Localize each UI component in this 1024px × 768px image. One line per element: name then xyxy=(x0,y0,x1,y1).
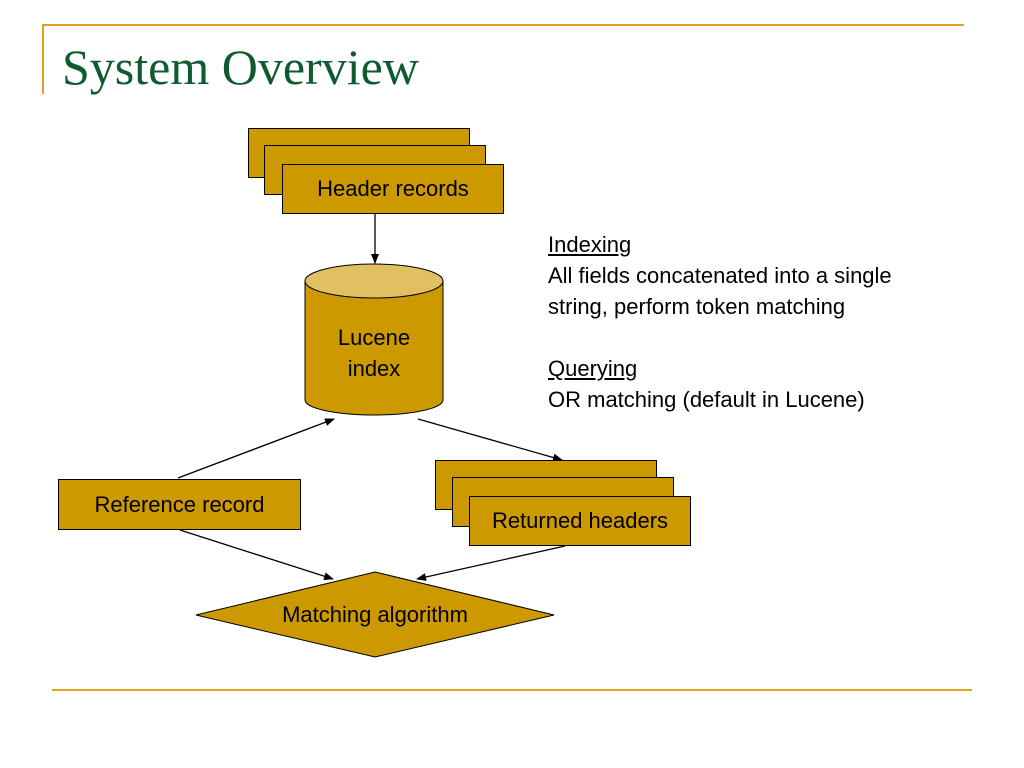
arrow-reference-to-matching xyxy=(179,529,334,581)
slide-title: System Overview xyxy=(62,39,419,95)
arrow-reference-to-index xyxy=(177,418,335,479)
indexing-text-line1: All fields concatenated into a single xyxy=(548,263,892,288)
matching-algorithm-label: Matching algorithm xyxy=(282,602,468,627)
lucene-index-label: Lucene index xyxy=(305,322,443,384)
indexing-text-line2: string, perform token matching xyxy=(548,294,846,319)
lucene-index-label-line2: index xyxy=(347,356,401,381)
indexing-heading: Indexing xyxy=(548,232,632,257)
arrow-index-to-returned xyxy=(417,418,563,462)
notes-spacer xyxy=(548,322,892,353)
arrow-returned-to-matching xyxy=(416,545,566,581)
querying-text-line1: OR matching (default in Lucene) xyxy=(548,387,865,412)
notes-panel: Indexing All fields concatenated into a … xyxy=(548,229,892,415)
top-rule xyxy=(42,24,964,26)
header-records-label: Header records xyxy=(317,176,469,201)
querying-heading: Querying xyxy=(548,356,638,381)
matching-algorithm-diamond xyxy=(195,571,555,658)
header-records-box: Header records xyxy=(282,164,504,214)
lucene-index-label-line1: Lucene xyxy=(337,325,411,350)
returned-headers-box: Returned headers xyxy=(469,496,691,546)
left-accent-rule xyxy=(42,24,44,94)
reference-record-label: Reference record xyxy=(94,491,265,517)
lucene-index-cylinder xyxy=(304,263,444,416)
reference-record-box: Reference record xyxy=(58,479,301,530)
returned-headers-label: Returned headers xyxy=(491,508,669,533)
bottom-rule xyxy=(52,689,972,691)
